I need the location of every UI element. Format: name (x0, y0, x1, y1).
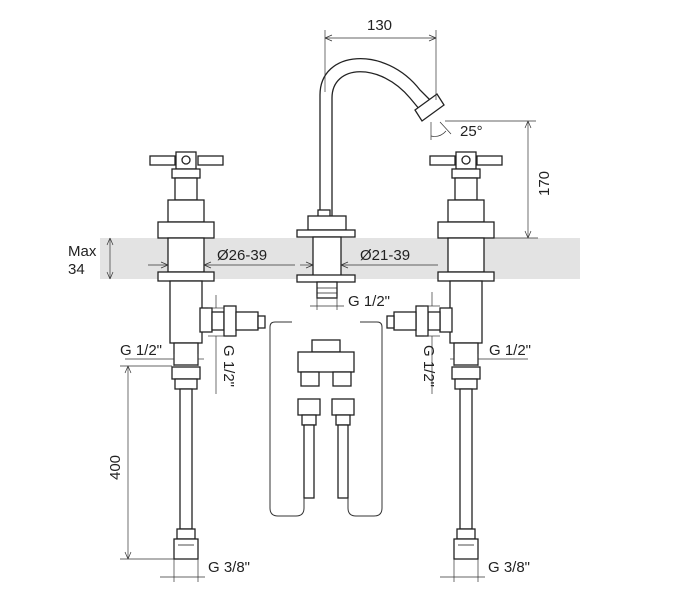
dimension-lines (106, 30, 538, 582)
center-mixing-tee (297, 339, 355, 499)
right-outlet-connector (386, 305, 453, 337)
handle-hole-diameter-label: Ø26-39 (217, 247, 267, 264)
spout (296, 58, 445, 299)
deck-thickness-label-line1: Max (68, 243, 97, 260)
left-outlet-thread-horizontal-label: G 1/2" (120, 342, 162, 359)
spout-height-label: 170 (536, 171, 553, 196)
hose-length-label: 400 (107, 455, 124, 480)
right-outlet-thread-vertical-label: G 1/2" (420, 345, 437, 387)
left-outlet-thread-vertical-label: G 1/2" (220, 345, 237, 387)
right-hose (451, 366, 481, 560)
right-handle-valve (429, 151, 503, 366)
spout-hole-diameter-label: Ø21-39 (360, 247, 410, 264)
left-outlet-connector (199, 305, 266, 337)
spout-reach-label: 130 (367, 17, 392, 34)
right-outlet-thread-horizontal-label: G 1/2" (489, 342, 531, 359)
left-handle-valve (149, 151, 224, 366)
right-hose-end-thread-label: G 3/8" (488, 559, 530, 576)
hose-loop-left (269, 321, 305, 517)
left-hose-end-thread-label: G 3/8" (208, 559, 250, 576)
spout-angle-label: 25° (460, 123, 483, 140)
hose-loop-right (347, 321, 383, 517)
deck-thickness-label-line2: 34 (68, 261, 85, 278)
left-hose (171, 366, 201, 560)
spout-thread-label: G 1/2" (348, 293, 390, 310)
